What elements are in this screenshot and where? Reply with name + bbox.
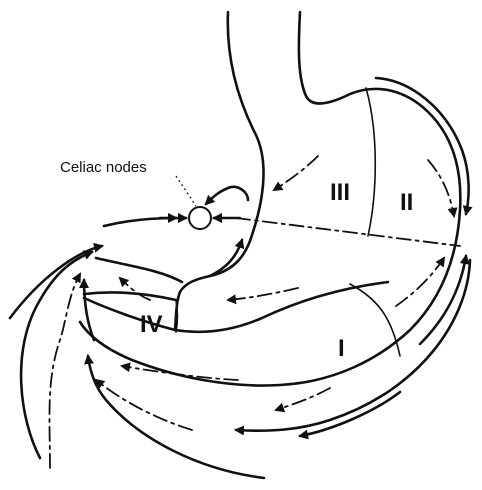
dashed-division-line bbox=[236, 218, 460, 246]
celiac-node bbox=[160, 176, 248, 229]
arrow-lower-to-left bbox=[122, 366, 238, 380]
antrum-lower-wall bbox=[175, 282, 388, 332]
callout-leader bbox=[176, 176, 196, 206]
arrow-greater-up-right bbox=[396, 258, 444, 306]
arrow-greater-outer bbox=[420, 256, 466, 344]
vessel-left-curve bbox=[21, 252, 92, 458]
vessel-left-long bbox=[49, 274, 80, 468]
celiac-node-circle bbox=[189, 207, 211, 229]
celiac-nodes-label: Celiac nodes bbox=[60, 159, 147, 176]
vessel-left-upper bbox=[10, 246, 102, 318]
arrow-antrum-left bbox=[228, 288, 298, 300]
zone-dividers bbox=[176, 88, 460, 356]
vessel-left-lower bbox=[96, 258, 182, 282]
node-loop-top bbox=[228, 187, 248, 200]
drainage-arrows bbox=[96, 78, 470, 436]
left-vessels bbox=[10, 218, 264, 478]
arrow-fundus-right bbox=[428, 160, 454, 216]
esophagus-left-wall bbox=[175, 12, 264, 330]
arrow-into-node-top bbox=[206, 188, 228, 204]
arrow-bottom-right-return bbox=[300, 392, 400, 436]
zone-1-label: I bbox=[338, 335, 345, 362]
arrow-zone-2-top bbox=[376, 78, 469, 214]
arrow-zone-3-to-lesser bbox=[274, 156, 318, 190]
arrow-zone-4-up bbox=[120, 278, 150, 300]
zone-4-label: IV bbox=[140, 311, 163, 338]
zone-2-label: II bbox=[400, 189, 413, 216]
zone-3-label: III bbox=[330, 179, 350, 206]
divider-zone-3-zone-2 bbox=[366, 88, 375, 236]
arrow-lower-inner bbox=[276, 388, 330, 410]
duodenum-upper-wall bbox=[84, 292, 176, 300]
